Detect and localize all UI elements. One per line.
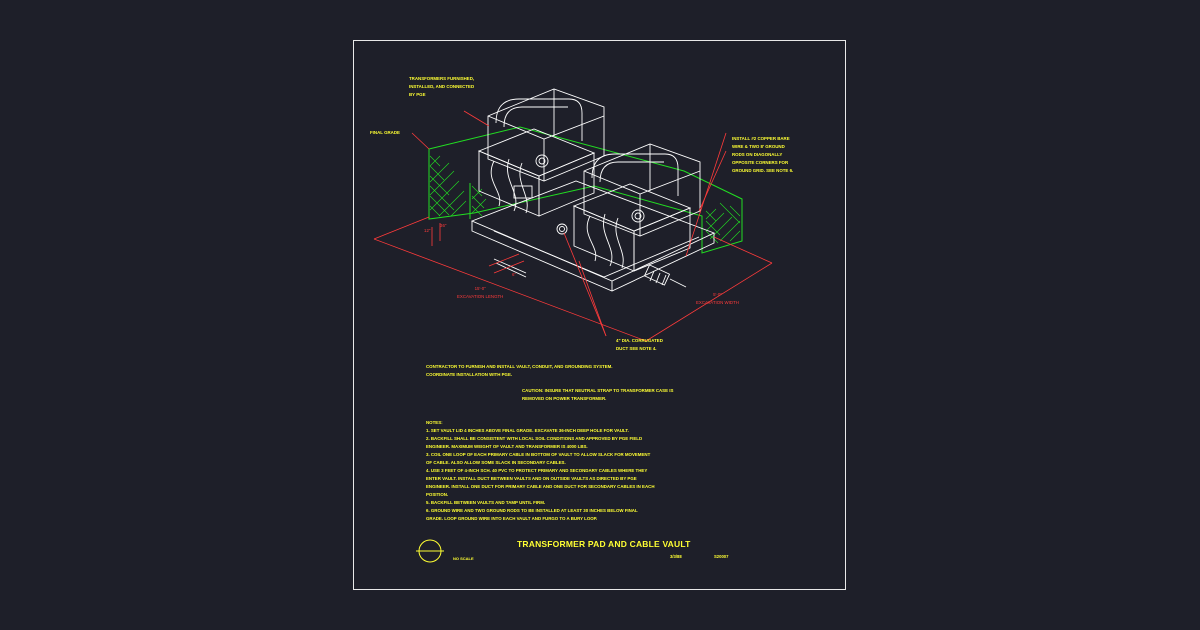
excavation-length-dimension: 15'-0" EXCAVATION LENGTH (457, 286, 504, 299)
sheet-number: 3/3/88 (670, 554, 682, 559)
drawing-title: TRANSFORMER PAD AND CABLE VAULT (517, 539, 691, 549)
note-line: POSITION. (426, 492, 449, 497)
ground-wire-callout: INSTALL #2 COPPER BARE WIRE & TWO 8' GRO… (732, 136, 794, 173)
note-line: 2. BACKFILL SHALL BE CONSISTENT WITH LOC… (426, 436, 643, 441)
depth-dimension-b: 36" (440, 223, 447, 228)
note-line: 3. COIL ONE LOOP OF EACH PRIMARY CABLE I… (426, 452, 651, 457)
note-line: 6. GROUND WIRE AND TWO GROUND RODS TO BE… (426, 508, 638, 513)
final-grade-label: FINAL GRADE (370, 130, 400, 135)
note-line: ENGINEER. MAXIMUM WEIGHT OF VAULT AND TR… (426, 444, 588, 449)
drawing-sheet: TRANSFORMERS FURNISHED, INSTALLED, AND C… (353, 40, 846, 590)
vault-pad (470, 180, 716, 292)
note-line: GRADE. LOOP GROUND WIRE INTO EACH VAULT … (426, 516, 598, 521)
depth-dimension-a: 12" (424, 228, 431, 233)
isometric-drawing (373, 88, 773, 563)
soil-hatch-left (429, 155, 487, 217)
scale-label: NO SCALE (453, 556, 474, 561)
pad-dimension: 6" (512, 272, 517, 277)
north-arrow-symbol (416, 539, 444, 563)
note-line: 1. SET VAULT LID 4 INCHES ABOVE FINAL GR… (426, 428, 629, 433)
duct-callout: 4" DIA. CORRUGATED DUCT SEE NOTE 4. (616, 338, 663, 351)
duct-connector (493, 258, 687, 288)
note-line: ENTER VAULT. INSTALL DUCT BETWEEN VAULTS… (426, 476, 637, 481)
note-line: 4. USE 3 FEET OF 4-INCH SCH. 40 PVC TO P… (426, 468, 648, 473)
dimension-lines (373, 110, 773, 342)
notes-heading: NOTES: (426, 420, 443, 425)
note-line: ENGINEER. INSTALL ONE DUCT FOR PRIMARY C… (426, 484, 655, 489)
transformer-callout: TRANSFORMERS FURNISHED, INSTALLED, AND C… (409, 76, 475, 97)
soil-hatch-right (705, 202, 741, 244)
notes-block: NOTES: 1. SET VAULT LID 4 INCHES ABOVE F… (426, 419, 655, 523)
transformer-2 (556, 143, 701, 272)
note-line: 5. BACKFILL BETWEEN VAULTS AND TAMP UNTI… (426, 500, 546, 505)
caution-note: CAUTION: INSURE THAT NEUTRAL STRAP TO TR… (522, 388, 674, 401)
document-number: S20007 (714, 554, 729, 559)
final-grade-outline (428, 126, 743, 254)
excavation-width-dimension: 5'-0" EXCAVATION WIDTH (696, 292, 739, 305)
contractor-note: CONTRACTOR TO FURNISH AND INSTALL VAULT,… (426, 364, 613, 377)
note-line: OF CABLE. ALSO ALLOW SOME SLACK IN SECON… (426, 460, 566, 465)
transformer-1 (477, 88, 605, 217)
